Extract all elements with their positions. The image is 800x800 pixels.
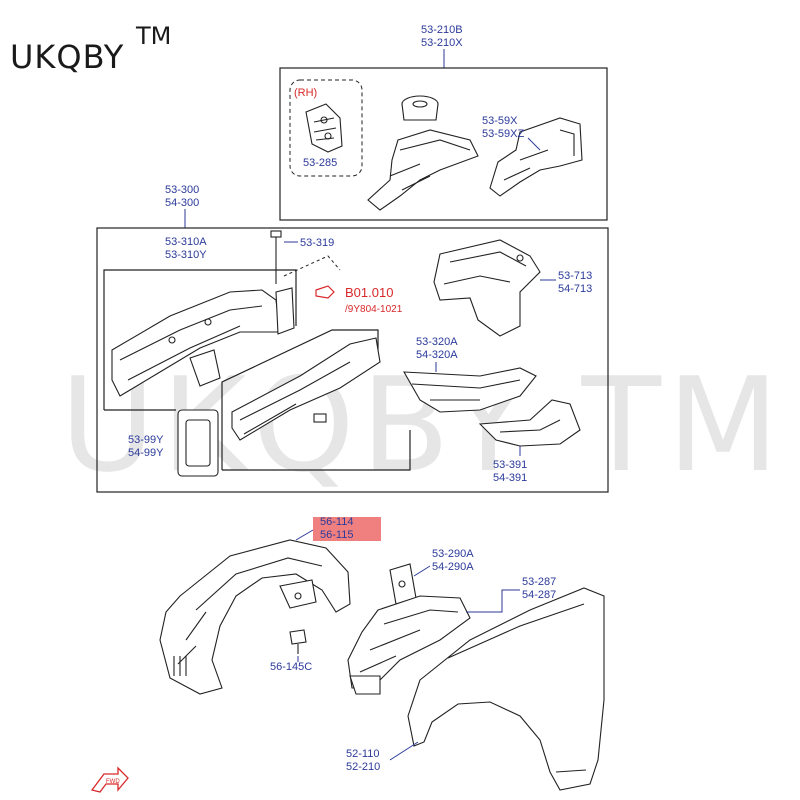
highlight-56-114 [313, 517, 381, 541]
lower-group: 56-114 56-115 56-145C 53-290A 54-290A 53… [90, 516, 605, 793]
callout-53-59-line1: 53-59X [482, 115, 518, 127]
top-bracket-shape [367, 129, 479, 211]
mid-group-frame [96, 227, 609, 493]
mid-group: 53-300 54-300 53-310A 53-310Y 53-319 B01… [96, 184, 609, 493]
part-56-114-shape [159, 539, 351, 695]
part-53-290-shape [389, 563, 417, 605]
rh-part-label: 53-285 [303, 157, 337, 169]
callout-53-713-line1: 53-713 [558, 270, 592, 282]
watermark: UKQBY TM [60, 349, 785, 501]
part-53-391-shape [478, 399, 581, 447]
top-box-label-2: 53-210X [421, 37, 463, 49]
callout-53-290-line1: 53-290A [432, 548, 474, 560]
reference-date: /9Y804-1021 [345, 304, 403, 315]
fwd-label: FWD [106, 779, 120, 785]
brand-mark: TM [135, 22, 171, 50]
callout-56-145c: 56-145C [270, 661, 312, 673]
part-53-713-shape [433, 239, 541, 337]
part-53-99-shape [177, 409, 219, 477]
callout-53-319: 53-319 [300, 237, 334, 249]
callout-53-287-line2: 54-287 [522, 589, 556, 601]
brand-name: UKQBY [10, 38, 124, 76]
rh-inset-frame [289, 79, 363, 177]
top-box-label-1: 53-210B [421, 24, 463, 36]
clip-56-145c-shape [289, 629, 307, 645]
callout-53-391-line2: 54-391 [493, 472, 527, 484]
callout-53-320-line2: 54-320A [416, 349, 458, 361]
fwd-arrow-icon: FWD [90, 766, 129, 793]
callout-53-290-line2: 54-290A [432, 561, 474, 573]
top-group-frame [279, 67, 608, 221]
callout-56-114-line2: 56-115 [320, 529, 353, 541]
callout-53-99-line1: 53-99Y [128, 434, 164, 446]
callout-53-287-line1: 53-287 [522, 576, 556, 588]
callout-53-59-line2: 53-59XZ [482, 128, 524, 140]
mid-box-label-1: 53-300 [165, 184, 199, 196]
callout-52-110-line2: 52-210 [346, 761, 380, 773]
reference-code: B01.010 [345, 285, 393, 300]
callout-53-713-line2: 54-713 [558, 283, 592, 295]
callout-53-310-line1: 53-310A [165, 236, 207, 248]
part-53-320-inner-shape [231, 337, 381, 441]
part-52-110-shape [407, 587, 605, 791]
callout-53-99-line2: 54-99Y [128, 447, 164, 459]
mid-box-label-2: 54-300 [165, 197, 199, 209]
part-53-320-rail-shape [403, 367, 537, 413]
callout-56-114-line1: 56-114 [320, 516, 353, 528]
part-53-310-shape [111, 289, 281, 397]
callout-53-310-line2: 53-310Y [165, 249, 207, 261]
reference-hand-icon [315, 285, 335, 299]
rh-tag: (RH) [294, 87, 317, 99]
callout-53-391-line1: 53-391 [493, 459, 527, 471]
top-group: 53-210B 53-210X (RH) 53-285 53-59X 53-59… [279, 24, 608, 221]
callout-52-110-line1: 52-110 [346, 748, 379, 760]
part-53-59-shape [489, 117, 583, 197]
part-53-287-shape [347, 595, 471, 689]
part-53-285-shape [305, 103, 343, 153]
callout-53-320-line1: 53-320A [416, 336, 458, 348]
